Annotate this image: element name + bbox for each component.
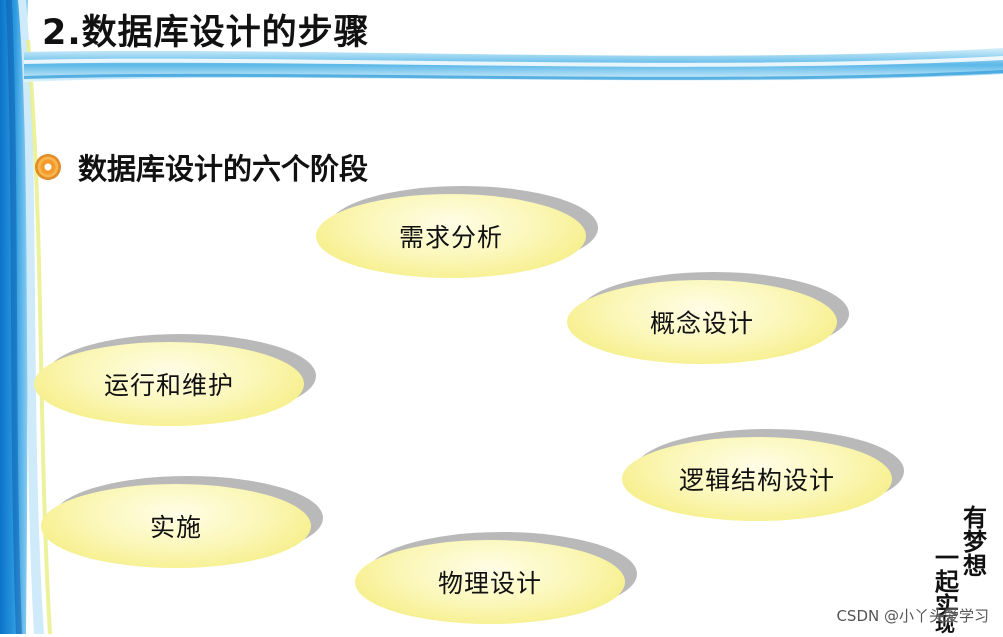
calligraphy-logo: 有 梦 想 一 起 实 现 <box>935 503 987 636</box>
stage-physical: 物理设计 <box>355 532 637 624</box>
bullet-item: 数据库设计的六个阶段 <box>36 146 368 188</box>
bullet-text: 数据库设计的六个阶段 <box>78 152 369 186</box>
stage-label: 需求分析 <box>398 223 503 252</box>
stage-logical: 逻辑结构设计 <box>622 429 904 521</box>
bullet-circle-icon <box>36 155 60 179</box>
stage-conceptual: 概念设计 <box>567 272 849 364</box>
stage-label: 逻辑结构设计 <box>678 466 835 495</box>
stage-implementation: 实施 <box>41 476 323 568</box>
stage-label: 实施 <box>149 513 202 542</box>
stage-operation: 运行和维护 <box>34 334 316 426</box>
slide-title: 2.数据库设计的步骤 <box>42 13 370 53</box>
stage-requirements: 需求分析 <box>316 186 598 278</box>
stage-label: 运行和维护 <box>103 371 234 400</box>
stage-label: 概念设计 <box>649 309 754 338</box>
csdn-watermark: CSDN @小丫头爱学习 <box>836 607 989 625</box>
stage-label: 物理设计 <box>437 569 542 598</box>
